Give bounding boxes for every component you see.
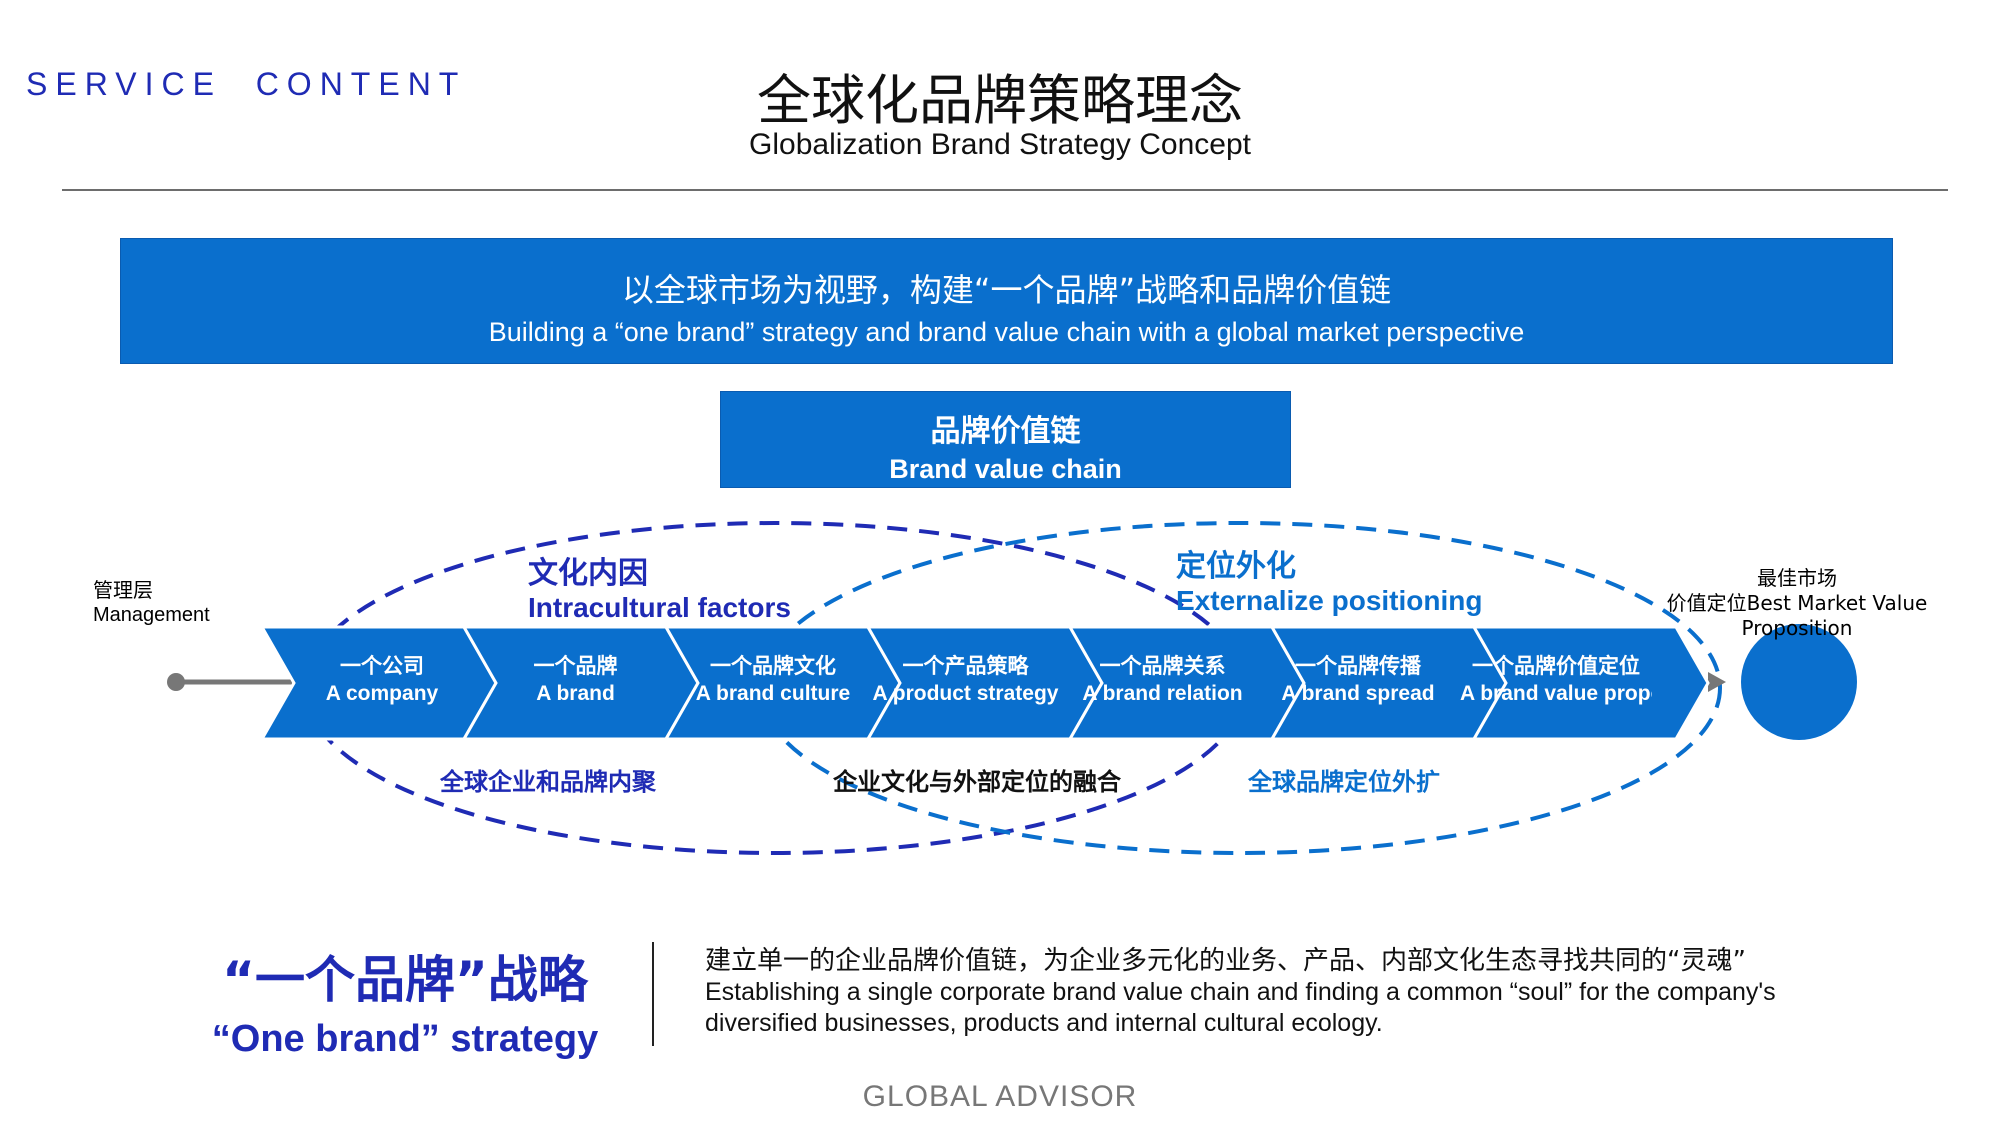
- management-label: 管理层 Management: [93, 578, 210, 626]
- chain-box-en: Brand value chain: [889, 454, 1122, 484]
- service-content-label: SERVICE CONTENT: [26, 66, 467, 102]
- banner-en: Building a “one brand” strategy and bran…: [488, 317, 1525, 347]
- brand-value-chain-box: 品牌价值链 Brand value chain: [720, 391, 1291, 488]
- strategy-divider: [652, 942, 654, 1046]
- best-market-label: 最佳市场 价值定位Best Market Value Proposition: [1666, 566, 1928, 640]
- strategy-description: 建立单一的企业品牌价值链，为企业多元化的业务、产品、内部文化生态寻找共同的“灵魂…: [705, 946, 1776, 1037]
- banner-cn: 以全球市场为视野，构建“一个品牌”战略和品牌价值链: [621, 271, 1392, 309]
- footer-brand: GLOBAL ADVISOR: [862, 1080, 1138, 1113]
- label-internal-cohesion: 全球企业和品牌内聚: [440, 768, 656, 796]
- strategy-banner: 以全球市场为视野，构建“一个品牌”战略和品牌价值链 Building a “on…: [120, 238, 1893, 364]
- management-connector-dot: [167, 673, 185, 691]
- header-divider: [62, 189, 1948, 191]
- group-left-title: 文化内因 Intracultural factors: [528, 556, 791, 623]
- chevron-steps: [259, 625, 1710, 741]
- label-external-expansion: 全球品牌定位外扩: [1248, 768, 1440, 796]
- label-integration: 企业文化与外部定位的融合: [833, 768, 1121, 796]
- page-subtitle: Globalization Brand Strategy Concept: [749, 128, 1251, 161]
- best-market-circle: [1741, 624, 1857, 740]
- page-title: 全球化品牌策略理念: [757, 69, 1243, 132]
- output-arrow-head: [1708, 672, 1726, 692]
- chevron-step-7: [1471, 625, 1710, 741]
- one-brand-strategy: “一个品牌”战略 “One brand” strategy: [211, 951, 599, 1060]
- chain-box-cn: 品牌价值链: [930, 414, 1081, 449]
- group-right-title: 定位外化 Externalize positioning: [1176, 549, 1483, 616]
